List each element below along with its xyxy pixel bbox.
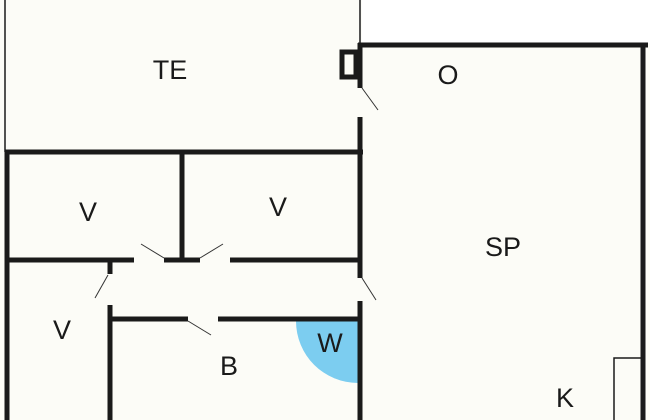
room-label-k: K bbox=[556, 383, 574, 413]
door-o bbox=[361, 87, 379, 111]
room-label-te: TE bbox=[153, 55, 188, 85]
chimney bbox=[339, 49, 359, 80]
kitchen-counter bbox=[613, 357, 644, 420]
washer-zone bbox=[296, 321, 358, 383]
room-label-b: B bbox=[220, 351, 238, 381]
room-label-w: W bbox=[317, 328, 343, 358]
doors[interactable] bbox=[94, 87, 379, 336]
room-label-v3: V bbox=[53, 315, 71, 345]
room-label-v2: V bbox=[269, 192, 287, 222]
door-b bbox=[187, 320, 212, 336]
room-label-sp: SP bbox=[485, 232, 521, 262]
exterior bbox=[362, 0, 650, 43]
room-label-o: O bbox=[437, 60, 458, 90]
door-v1 bbox=[140, 243, 165, 259]
door-v2 bbox=[199, 243, 224, 259]
door-sp bbox=[361, 277, 377, 301]
door-v3 bbox=[94, 274, 109, 299]
room-label-v1: V bbox=[79, 197, 97, 227]
